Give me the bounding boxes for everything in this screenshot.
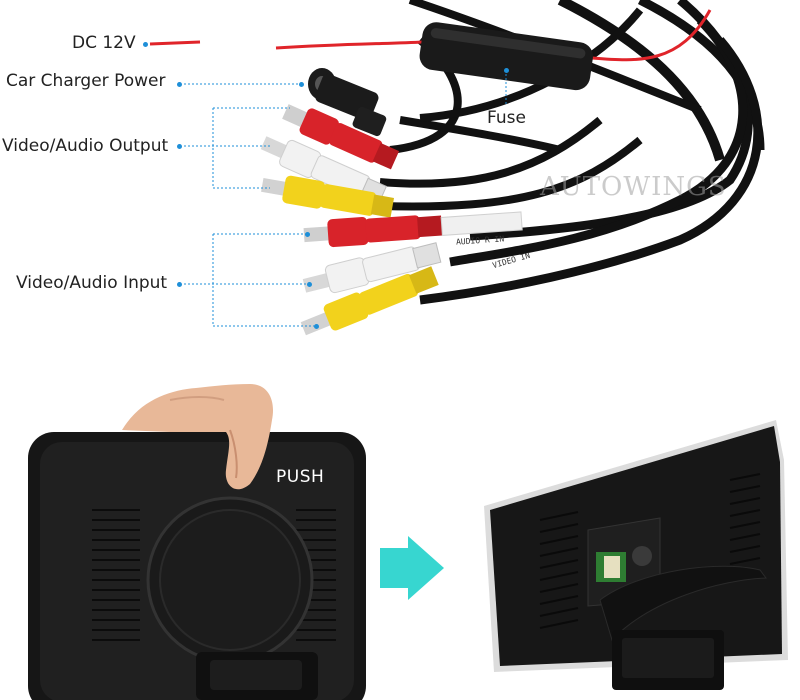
- video-audio-output-label: Video/Audio Output: [2, 136, 169, 156]
- leader-dot: [305, 232, 310, 237]
- monitor-open: [484, 420, 788, 690]
- leader-dot: [314, 324, 319, 329]
- leader-dot: [307, 282, 312, 287]
- leader-dot: [177, 144, 182, 149]
- rca-input-yellow: [300, 266, 439, 336]
- car-charger-plug: [308, 68, 387, 137]
- leader-dot: [177, 82, 182, 87]
- rca-output-yellow: [261, 175, 395, 218]
- rca-input-white: [302, 242, 442, 294]
- leader-lines: [184, 70, 507, 327]
- push-label: PUSH: [276, 467, 325, 487]
- dc-12v-label: DC 12V: [72, 33, 136, 53]
- leader-dot: [504, 68, 509, 73]
- fuse-holder: [419, 22, 593, 91]
- car-charger-power-label: Car Charger Power: [6, 71, 166, 91]
- watermark: AUTOWINGS: [540, 172, 727, 202]
- leader-dot: [177, 282, 182, 287]
- leader-dot: [299, 82, 304, 87]
- cable-harness: [149, 0, 765, 336]
- rca-input-red: [303, 211, 523, 248]
- hand: [122, 384, 274, 490]
- arrow-icon: [380, 536, 444, 600]
- video-audio-input-label: Video/Audio Input: [16, 273, 168, 293]
- fuse-label: Fuse: [487, 108, 526, 128]
- rca-output-red: [282, 104, 400, 170]
- monitor-back: [28, 432, 366, 700]
- leader-dot: [143, 42, 148, 47]
